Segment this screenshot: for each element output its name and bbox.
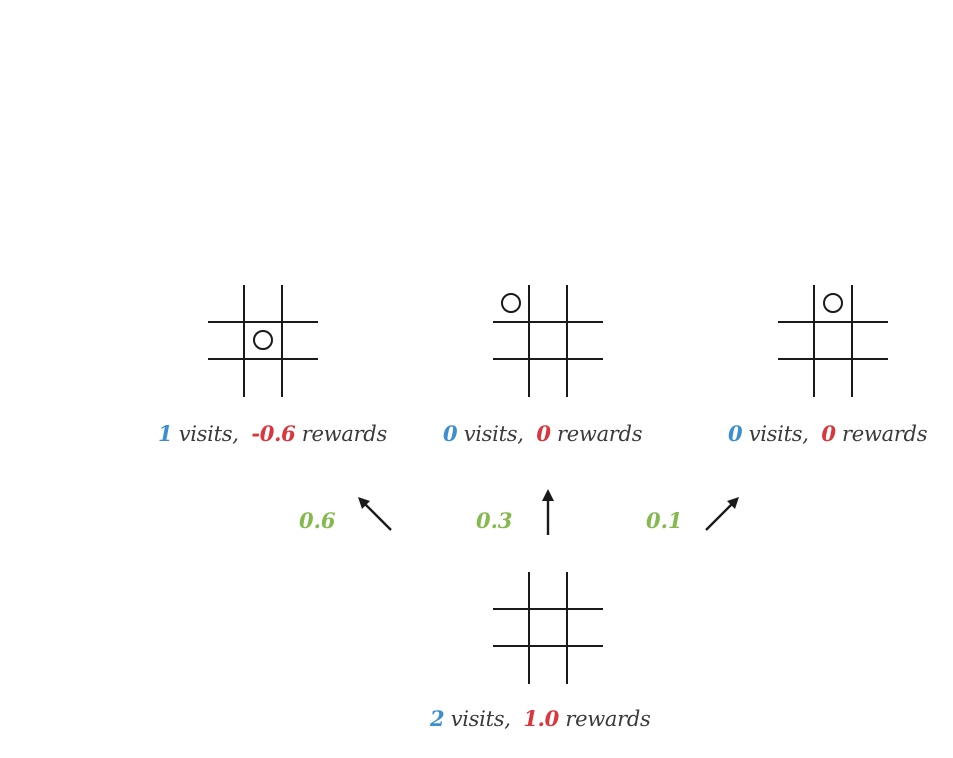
visits-value: 1	[158, 421, 173, 446]
visits-label: visits,	[463, 422, 524, 446]
root-board	[493, 572, 603, 684]
child-board-left	[208, 285, 318, 397]
visits-label: visits,	[450, 707, 511, 731]
probability-left: 0.6	[299, 508, 336, 533]
o-mark	[823, 293, 843, 313]
arrow-up-right-icon	[705, 497, 739, 531]
visits-label: visits,	[178, 422, 239, 446]
probability-right: 0.1	[646, 508, 683, 533]
child-board-right	[778, 285, 888, 397]
rewards-label: rewards	[842, 422, 928, 446]
child-board-middle	[493, 285, 603, 397]
o-mark	[253, 330, 273, 350]
arrow-up-icon	[542, 489, 554, 535]
rewards-value: 0	[821, 421, 836, 446]
rewards-label: rewards	[557, 422, 643, 446]
root-stats: 2 visits, 1.0 rewards	[430, 706, 651, 731]
rewards-label: rewards	[301, 422, 387, 446]
visits-value: 2	[430, 706, 445, 731]
arrow-up-left-icon	[358, 497, 392, 531]
rewards-value: 0	[536, 421, 551, 446]
child-stats-right: 0 visits, 0 rewards	[728, 421, 927, 446]
visits-value: 0	[443, 421, 458, 446]
o-mark	[501, 293, 521, 313]
probability-middle: 0.3	[476, 508, 513, 533]
rewards-value: -0.6	[251, 421, 296, 446]
visits-value: 0	[728, 421, 743, 446]
visits-label: visits,	[748, 422, 809, 446]
rewards-label: rewards	[565, 707, 651, 731]
child-stats-left: 1 visits, -0.6 rewards	[158, 421, 387, 446]
child-stats-middle: 0 visits, 0 rewards	[443, 421, 642, 446]
rewards-value: 1.0	[523, 706, 559, 731]
